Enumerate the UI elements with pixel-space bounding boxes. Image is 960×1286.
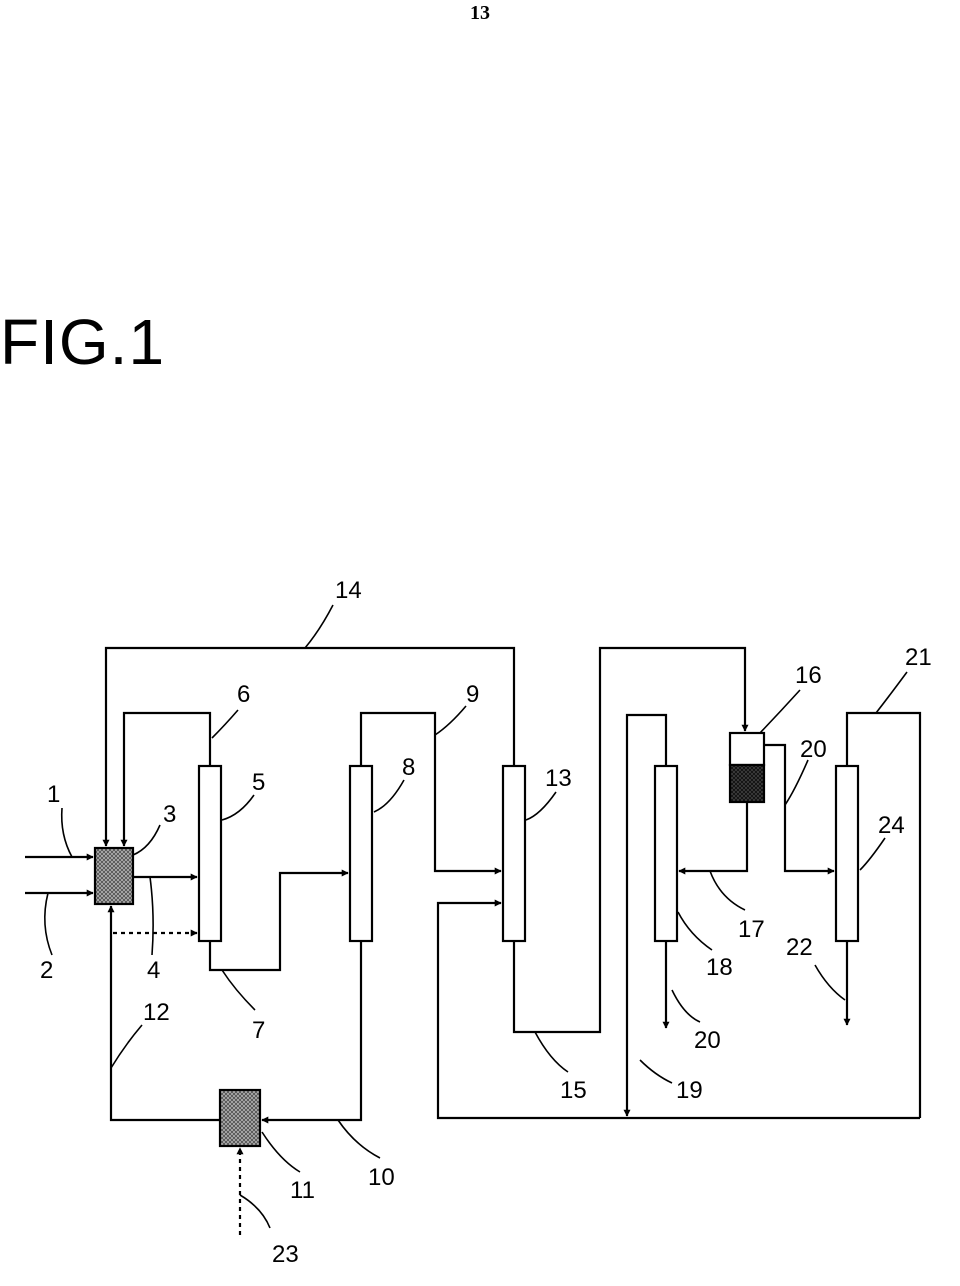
leader-12: [110, 1024, 143, 1069]
column-8: [348, 764, 374, 943]
unit-11: [218, 1088, 262, 1148]
leader-20b: [671, 989, 701, 1023]
leader-5: [221, 794, 255, 821]
leader-11: [261, 1131, 301, 1173]
leader-14: [304, 604, 334, 649]
label-7: 7: [252, 1017, 265, 1044]
stream-15: [512, 646, 749, 1034]
label-3: 3: [163, 801, 176, 828]
label-23: 23: [272, 1241, 299, 1268]
label-20-upper: 20: [800, 736, 827, 763]
label-14: 14: [335, 577, 362, 604]
leader-20a: [784, 759, 809, 806]
label-10: 10: [368, 1164, 395, 1191]
leader-7: [221, 969, 256, 1011]
leader-9: [434, 705, 467, 736]
label-1: 1: [47, 781, 60, 808]
leader-22: [814, 964, 846, 1001]
leader-8: [373, 779, 405, 813]
page-number: 13: [470, 2, 490, 24]
stream-14: [102, 646, 516, 847]
label-15: 15: [560, 1077, 587, 1104]
leader-19: [639, 1059, 673, 1084]
column-5: [197, 764, 223, 943]
decanter-16-bottom: [728, 763, 766, 804]
label-18: 18: [706, 954, 733, 981]
leader-15: [534, 1031, 569, 1073]
mixer-3: [93, 846, 135, 906]
leader-13: [525, 791, 557, 821]
leader-2: [44, 892, 53, 956]
leader-23: [239, 1194, 271, 1229]
leader-3: [132, 824, 161, 856]
column-13: [501, 764, 527, 943]
column-18: [653, 764, 679, 943]
label-20-lower: 20: [694, 1027, 721, 1054]
label-22: 22: [786, 934, 813, 961]
label-24: 24: [878, 812, 905, 839]
leader-6: [211, 709, 239, 739]
stream-21: [845, 711, 922, 1118]
label-4: 4: [147, 957, 160, 984]
column-24: [834, 764, 860, 943]
label-21: 21: [905, 644, 932, 671]
figure-title: FIG.1: [0, 306, 166, 378]
leader-1: [60, 807, 73, 858]
leader-4: [149, 876, 154, 956]
label-16: 16: [795, 662, 822, 689]
leader-17: [709, 870, 746, 911]
leader-10: [337, 1119, 381, 1159]
label-2: 2: [40, 957, 53, 984]
leader-18: [677, 911, 713, 951]
label-6: 6: [237, 681, 250, 708]
decanter-16-top: [728, 731, 766, 767]
stream-20-upper: [764, 743, 835, 875]
label-11: 11: [290, 1177, 315, 1204]
label-5: 5: [252, 769, 265, 796]
stream-6: [120, 711, 212, 847]
stream-19-recycle: [436, 899, 920, 1120]
stream-12: [107, 905, 220, 1122]
label-13: 13: [545, 765, 572, 792]
stream-7: [208, 869, 349, 972]
stream-17: [678, 802, 749, 875]
stream-9: [359, 711, 502, 875]
label-19: 19: [676, 1077, 703, 1104]
label-12: 12: [143, 999, 170, 1026]
leader-16: [759, 689, 801, 734]
label-9: 9: [466, 681, 479, 708]
label-17: 17: [738, 916, 765, 943]
label-8: 8: [402, 754, 415, 781]
stream-19: [623, 713, 668, 1117]
leader-21: [875, 671, 908, 714]
leader-24: [859, 837, 886, 871]
stream-10: [261, 941, 363, 1124]
